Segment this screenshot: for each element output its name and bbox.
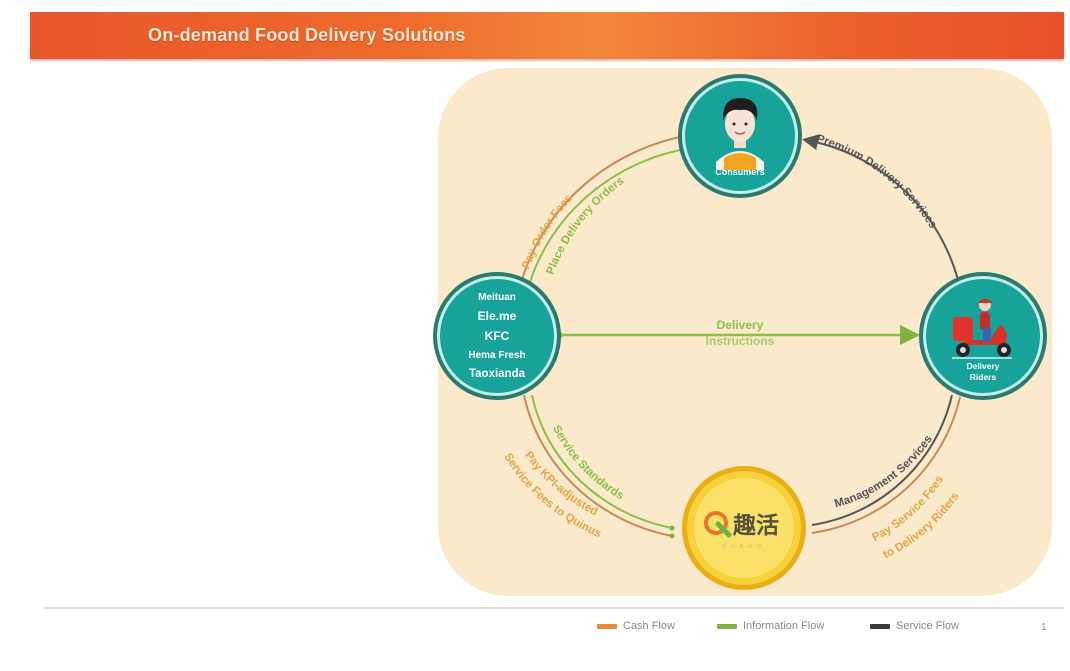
label-place-delivery-orders: Place Delivery Orders — [545, 175, 627, 276]
information-flow-swatch — [717, 623, 737, 629]
consumers-label: Consumers — [715, 167, 765, 177]
arc-pay-order-fees — [521, 134, 691, 281]
node-platforms[interactable]: Meituan Ele.me KFC Hema Fresh Taoxianda — [433, 272, 561, 400]
quinus-logo: Q 趣活 QUHUO — [704, 511, 779, 550]
arc-management-services — [811, 394, 953, 526]
page-number: 1 — [1041, 622, 1047, 633]
footer-divider — [44, 607, 1064, 609]
arc-pay-kpi-fees — [523, 394, 673, 537]
label-delivery-instructions-line2: Instructions — [706, 334, 775, 348]
page-title: On-demand Food Delivery Solutions — [148, 25, 466, 45]
platform-meituan: Meituan — [478, 292, 516, 303]
quinus-logo-subtext: QUHUO — [722, 544, 766, 550]
arc-premium-delivery-services — [802, 134, 959, 281]
node-delivery-riders[interactable]: Delivery Riders — [919, 272, 1047, 400]
platform-eleme: Ele.me — [478, 309, 517, 323]
arc-place-delivery-orders — [529, 147, 691, 283]
platform-kfc: KFC — [485, 329, 510, 343]
title-bar: On-demand Food Delivery Solutions — [30, 12, 1064, 59]
legend-label: Information Flow — [743, 620, 825, 632]
label-premium-delivery-services: Premium Delivery Services — [815, 133, 939, 231]
riders-label-line2: Riders — [970, 372, 997, 382]
legend-cash-flow: Cash Flow — [597, 620, 675, 632]
legend-service-flow: Service Flow — [870, 620, 959, 632]
platform-hema-fresh: Hema Fresh — [468, 350, 525, 361]
legend-label: Service Flow — [896, 620, 959, 632]
scooter-rider-icon — [952, 298, 1012, 359]
quinus-logo-text: 趣活 — [732, 513, 779, 539]
node-quinus[interactable]: Q 趣活 QUHUO — [682, 466, 806, 590]
node-consumers[interactable]: Consumers — [678, 74, 802, 198]
arc-service-standards — [531, 394, 673, 529]
legend-label: Cash Flow — [623, 620, 675, 632]
arc-pay-service-fees — [811, 396, 961, 534]
platform-taoxianda: Taoxianda — [469, 368, 526, 380]
label-delivery-instructions-line1: Delivery — [717, 318, 764, 332]
cash-flow-swatch — [597, 623, 617, 629]
legend-information-flow: Information Flow — [717, 620, 824, 632]
service-flow-swatch — [870, 623, 890, 629]
person-icon — [716, 98, 764, 170]
riders-label-line1: Delivery — [966, 361, 999, 371]
